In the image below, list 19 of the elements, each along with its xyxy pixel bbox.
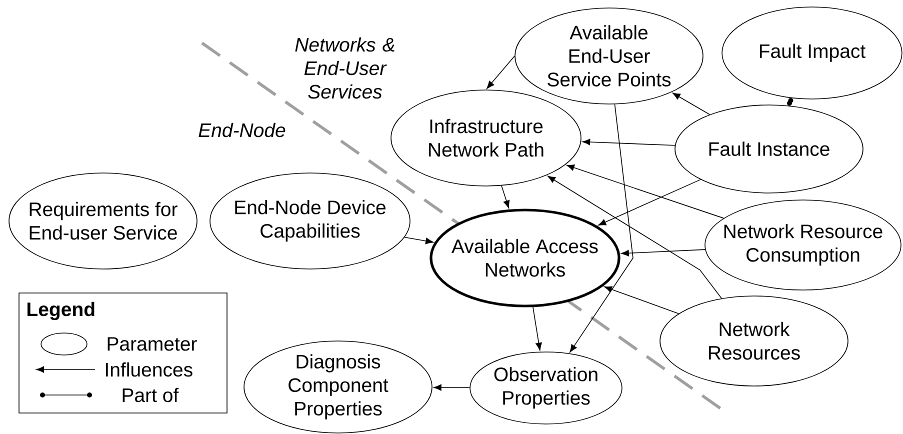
- part-of-connector: [786, 98, 794, 106]
- arrow: [532, 306, 542, 351]
- region-label: End-Node: [198, 122, 286, 138]
- arrow: [582, 138, 676, 146]
- arrow: [566, 164, 724, 219]
- legend-label: Part of: [122, 388, 179, 402]
- arrow: [672, 92, 710, 115]
- arrow: [604, 286, 679, 314]
- legend-label: Parameter: [108, 337, 197, 351]
- arrow: [486, 56, 515, 89]
- arrow: [404, 236, 434, 244]
- arrow: [548, 176, 722, 299]
- legend-title: Legend: [28, 302, 94, 320]
- arrow: [501, 185, 510, 208]
- legend-label: Influences: [106, 362, 192, 377]
- arrow: [621, 249, 706, 256]
- arrow: [570, 104, 634, 352]
- arrow: [598, 179, 701, 226]
- arrow: [434, 384, 470, 391]
